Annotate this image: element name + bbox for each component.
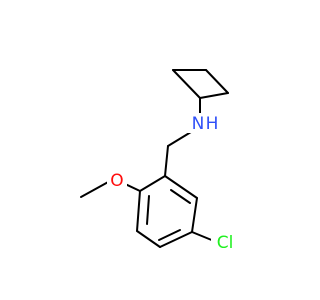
bond-aromatic-5 — [136, 190, 141, 232]
chlorine-label-background — [211, 232, 239, 253]
oxygen-label-background — [107, 170, 127, 192]
bond-cyclobutane-left — [172, 69, 201, 99]
bond-aromatic-chlorine — [191, 231, 215, 242]
nitrogen-hydrogen-label: H — [206, 114, 219, 134]
bond-aromatic-inner-3 — [146, 195, 150, 225]
bond-oxygen-methyl — [80, 180, 111, 198]
oxygen-atom-label: O — [110, 171, 123, 191]
molecule-canvas: N H O Cl — [80, 69, 239, 253]
bond-aromatic-inner-1 — [170, 189, 191, 204]
bond-aromatic-inner-2 — [158, 229, 181, 241]
bond-cyclobutane-right — [205, 69, 229, 94]
bond-cyclobutane-bottom — [199, 92, 229, 99]
bond-aromatic-6 — [139, 175, 166, 192]
bond-aromatic-1 — [164, 175, 198, 199]
bond-aromatic-2 — [191, 197, 198, 233]
chlorine-atom-label: Cl — [217, 233, 234, 253]
bond-methylene-aromatic — [164, 145, 169, 177]
nitrogen-atom-label: N — [192, 114, 205, 134]
molecule-structure: N H O Cl — [80, 69, 239, 253]
nitrogen-label-background — [187, 113, 221, 133]
bond-aromatic-4 — [136, 230, 161, 248]
bond-aromatic-3 — [159, 231, 193, 248]
bond-nitrogen-methylene — [167, 131, 192, 147]
